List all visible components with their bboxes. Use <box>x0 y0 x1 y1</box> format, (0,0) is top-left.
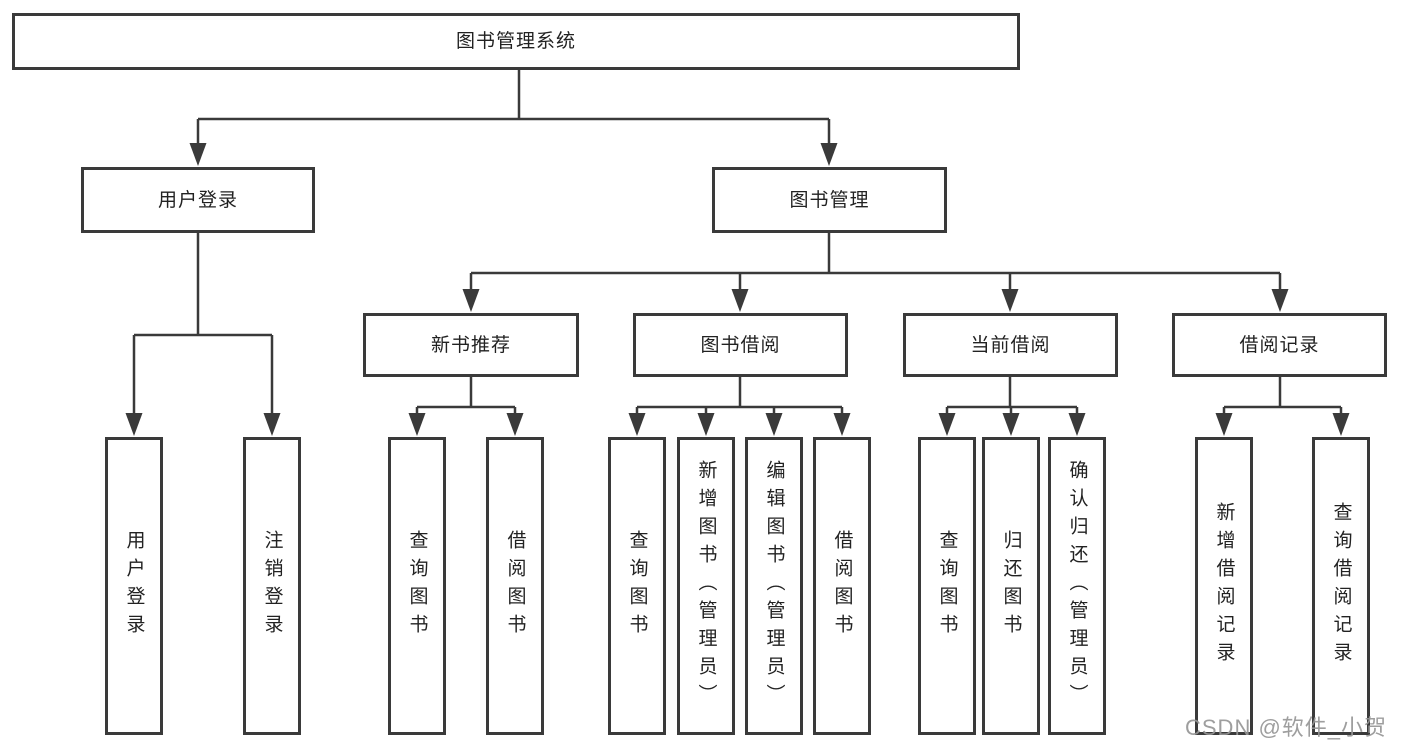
arrowhead <box>125 413 143 436</box>
arrowhead <box>820 143 838 166</box>
node-borrowing-records: 借阅记录 <box>1172 313 1387 377</box>
node-user-login: 用户登录 <box>81 167 315 233</box>
arrowhead <box>189 143 207 166</box>
leaf-user-login: 用户登录 <box>105 437 163 735</box>
node-library-management-system: 图书管理系统 <box>12 13 1020 70</box>
arrowhead <box>765 413 783 436</box>
leaf-recommend-query-books: 查询图书 <box>388 437 446 735</box>
arrowhead <box>1002 413 1020 436</box>
node-current-borrowing: 当前借阅 <box>903 313 1118 377</box>
arrowheads <box>125 143 1350 436</box>
leaf-records-query-record: 查询借阅记录 <box>1312 437 1370 735</box>
leaf-current-query-books: 查询图书 <box>918 437 976 735</box>
node-book-management: 图书管理 <box>712 167 947 233</box>
leaf-borrowing-add-books-admin: 新增图书（管理员） <box>677 437 735 735</box>
arrowhead <box>697 413 715 436</box>
node-book-borrowing: 图书借阅 <box>633 313 848 377</box>
connector-paths <box>132 70 1343 416</box>
leaf-records-add-record: 新增借阅记录 <box>1195 437 1253 735</box>
leaf-borrowing-query-books: 查询图书 <box>608 437 666 735</box>
node-new-book-recommendation: 新书推荐 <box>363 313 579 377</box>
arrowhead <box>506 413 524 436</box>
arrowhead <box>1068 413 1086 436</box>
arrowhead <box>408 413 426 436</box>
arrowhead <box>1215 413 1233 436</box>
arrowhead <box>731 289 749 312</box>
leaf-borrowing-borrow-books: 借阅图书 <box>813 437 871 735</box>
arrowhead <box>628 413 646 436</box>
csdn-watermark: CSDN @软件_小贺同学 <box>1185 715 1388 740</box>
arrowhead <box>462 289 480 312</box>
leaf-current-return-books: 归还图书 <box>982 437 1040 735</box>
arrowhead <box>263 413 281 436</box>
leaf-borrowing-edit-books-admin: 编辑图书（管理员） <box>745 437 803 735</box>
leaf-recommend-borrow-books: 借阅图书 <box>486 437 544 735</box>
arrowhead <box>1271 289 1289 312</box>
arrowhead <box>833 413 851 436</box>
leaf-current-confirm-return-admin: 确认归还（管理员） <box>1048 437 1106 735</box>
leaf-logout: 注销登录 <box>243 437 301 735</box>
arrowhead <box>1332 413 1350 436</box>
arrowhead <box>1001 289 1019 312</box>
arrowhead <box>938 413 956 436</box>
